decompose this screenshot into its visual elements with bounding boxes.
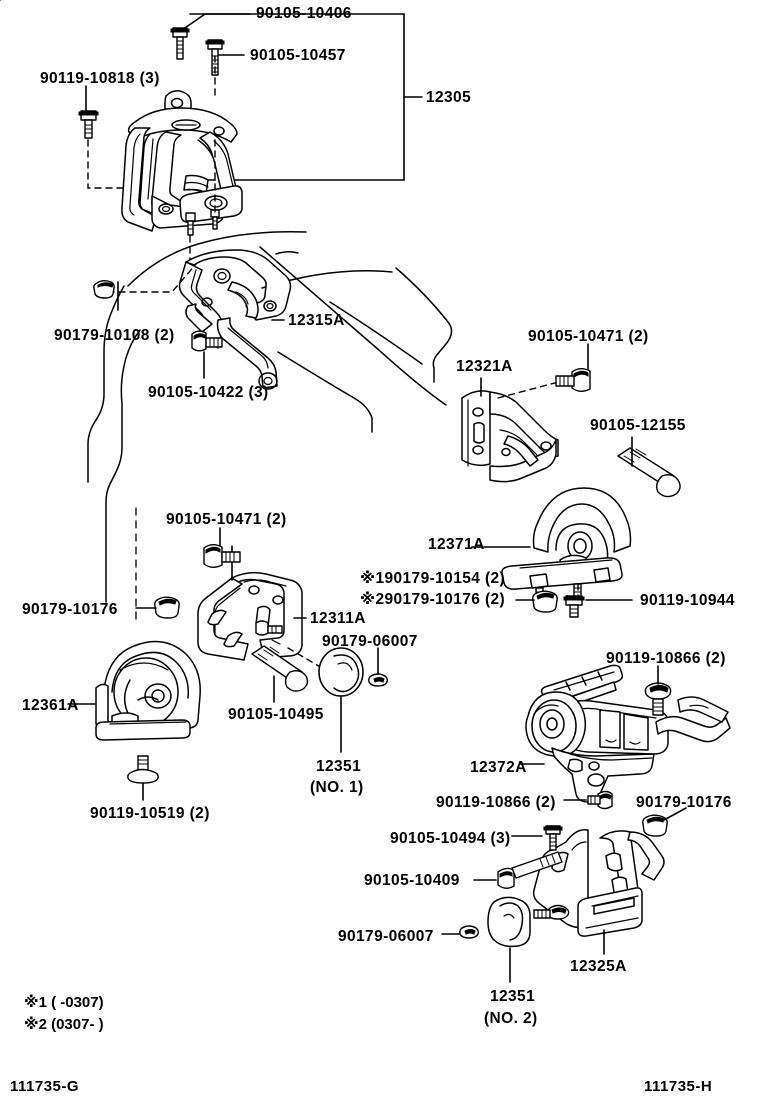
- part-label-90105-12155: 90105-12155: [590, 417, 686, 434]
- nut-90179-10176-right: [642, 807, 687, 837]
- part-label-90105-10495: 90105-10495: [228, 706, 324, 723]
- part-label-note1-90179-10154: ※190179-10154 (2): [360, 570, 506, 587]
- part-label-12361A: 12361A: [22, 697, 79, 714]
- part-label-12325A: 12325A: [570, 958, 627, 975]
- part-label-90119-10866-upper: 90119-10866 (2): [606, 650, 726, 667]
- part-label-12311A: 12311A: [310, 610, 366, 627]
- washer-90179-06007-bottom: [441, 925, 479, 939]
- part-12361A-engine-mounting-insulator-left: [95, 640, 201, 741]
- part-label-note2-90179-10176: ※290179-10176 (2): [360, 591, 506, 608]
- footnote-1: ※1 ( -0307): [24, 994, 104, 1011]
- part-label-12372A: 12372A: [470, 759, 527, 776]
- nut-90179-10108: [93, 280, 115, 299]
- part-12351-no1-stopper: [318, 647, 364, 753]
- bolt-90119-10519: [127, 755, 159, 801]
- part-label-12305: 12305: [426, 89, 472, 106]
- part-label-90105-10409: 90105-10409: [364, 872, 460, 889]
- engine-body-outline: [87, 231, 453, 621]
- part-label-12351-no2: 12351: [490, 988, 536, 1005]
- part-label-90105-10471-upper: 90105-10471 (2): [528, 328, 649, 345]
- bolt-90105-10422: [191, 330, 223, 352]
- part-label-90119-10519: 90119-10519 (2): [90, 805, 210, 822]
- bolt-90105-10409: [473, 851, 563, 889]
- part-12305-callout-box: [189, 13, 423, 181]
- part-12305-engine-mounting-insulator: [121, 90, 243, 236]
- part-label-90105-10471-left: 90105-10471 (2): [166, 511, 287, 528]
- part-label-12351-no1-sub: (NO. 1): [310, 779, 364, 796]
- page-code-right: 111735-H: [644, 1078, 713, 1095]
- part-label-12351-no2-sub: (NO. 2): [484, 1010, 538, 1027]
- part-label-90105-10406: 90105-10406: [256, 5, 352, 22]
- bolt-90119-10866-lower: [563, 790, 613, 810]
- bolt-90105-10471-left: [203, 527, 241, 568]
- part-label-12371A: 12371A: [428, 536, 485, 553]
- part-label-90179-06007-bottom: 90179-06007: [338, 928, 434, 945]
- part-12315A-engine-mounting-bracket: [178, 249, 292, 390]
- part-label-12351-no1: 12351: [316, 758, 362, 775]
- leaders-12315A: [107, 263, 285, 379]
- bolt-90105-10471-upper: [555, 343, 591, 392]
- leader-lines-top: [0, 0, 251, 111]
- washer-90179-06007-left: [368, 647, 388, 687]
- part-label-90119-10866-lower: 90119-10866 (2): [436, 794, 556, 811]
- part-label-90119-10944: 90119-10944: [640, 592, 735, 609]
- part-label-90179-10176-left: 90179-10176: [22, 601, 118, 618]
- part-label-90105-10422: 90105-10422 (3): [148, 384, 269, 401]
- bolt-90119-10944: [563, 595, 633, 618]
- part-label-90105-10457: 90105-10457: [250, 47, 346, 64]
- part-12351-no2-stopper: [487, 896, 531, 983]
- part-label-12321A: 12321A: [456, 358, 513, 375]
- part-label-90179-06007-left: 90179-06007: [322, 633, 418, 650]
- bolt-90105-10494: [511, 825, 563, 851]
- nut-90179-10176-left: [135, 596, 180, 619]
- nut-90179-10154-10176: [515, 590, 558, 613]
- part-12325A-engine-mounting-bracket-right: [532, 829, 665, 955]
- part-12311A-engine-mounting-bracket-left: [197, 571, 303, 661]
- page-code-left: 111735-G: [10, 1078, 80, 1095]
- part-label-90179-10176-right: 90179-10176: [636, 794, 732, 811]
- bolt-90119-10866-upper: [644, 665, 672, 716]
- part-label-12315A: 12315A: [288, 312, 345, 329]
- bolt-90119-10818: [78, 110, 99, 139]
- bolt-90105-10495: [251, 645, 309, 703]
- part-12321A-engine-mounting-bracket-rear: [461, 390, 559, 483]
- part-12372A-engine-mounting-insulator-right: [525, 664, 731, 803]
- part-label-90105-10494: 90105-10494 (3): [390, 830, 511, 847]
- part-label-90119-10818: 90119-10818 (3): [40, 70, 160, 87]
- bolt-90105-10406: [170, 27, 190, 60]
- footnote-2: ※2 (0307- ): [24, 1016, 104, 1033]
- part-label-90179-10108: 90179-10108 (2): [54, 327, 175, 344]
- part-12371A-engine-mounting-insulator-rear: [501, 487, 632, 603]
- bolt-90105-12155: [617, 436, 681, 498]
